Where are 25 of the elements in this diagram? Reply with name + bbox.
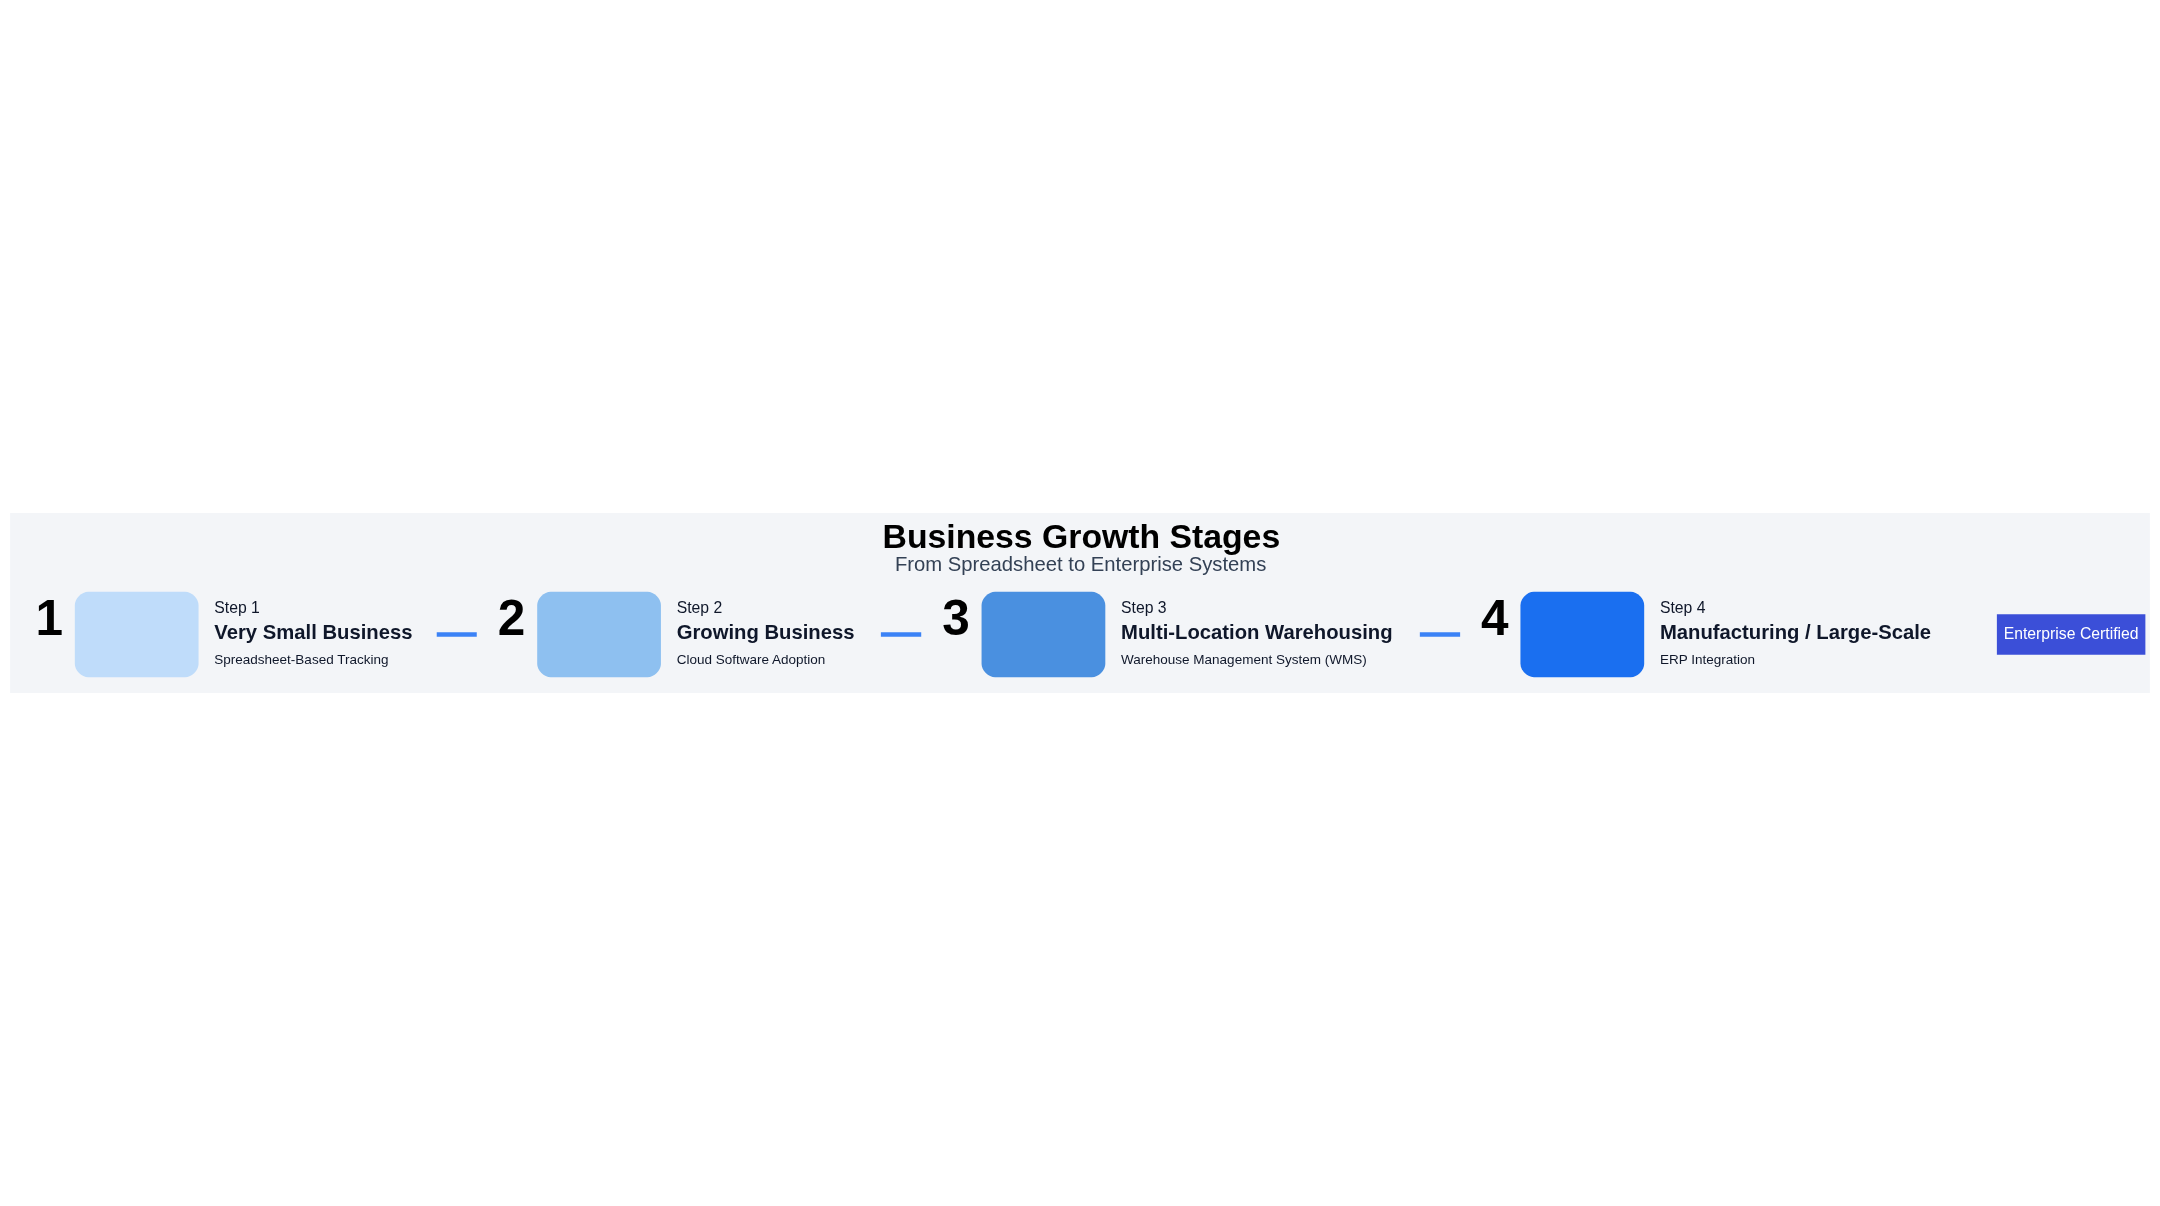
- node-label: Growing Business: [676, 621, 855, 644]
- node-label: ERP Integration: [1659, 652, 1755, 668]
- node-label: Manufacturing / Large-Scale: [1659, 621, 1932, 644]
- node-label: 2: [497, 589, 526, 645]
- connector: [436, 632, 477, 637]
- diagram-title: Business Growth Stages: [882, 516, 1281, 555]
- node-label: Very Small Business: [214, 621, 413, 644]
- connector: [1419, 632, 1461, 637]
- node-label: 4: [1481, 589, 1509, 645]
- node-label: Multi-Location Warehousing: [1121, 621, 1393, 644]
- node-label: Step 4: [1659, 599, 1706, 617]
- node-label: Warehouse Management System (WMS): [1121, 652, 1367, 668]
- node-label: Spreadsheet-Based Tracking: [214, 652, 389, 668]
- node-label: 3: [942, 589, 970, 645]
- node-label: Step 1: [214, 599, 260, 617]
- node-label: 1: [35, 589, 63, 645]
- node-label: Cloud Software Adoption: [676, 652, 826, 668]
- node-box: [981, 591, 1106, 678]
- node-label: Step 3: [1121, 599, 1167, 617]
- node-box: [1520, 591, 1645, 678]
- node-box: [74, 591, 199, 678]
- connector: [880, 632, 922, 637]
- node-label: Step 2: [676, 599, 723, 617]
- node-box: [537, 591, 661, 678]
- label: Enterprise Certified: [2003, 624, 2139, 642]
